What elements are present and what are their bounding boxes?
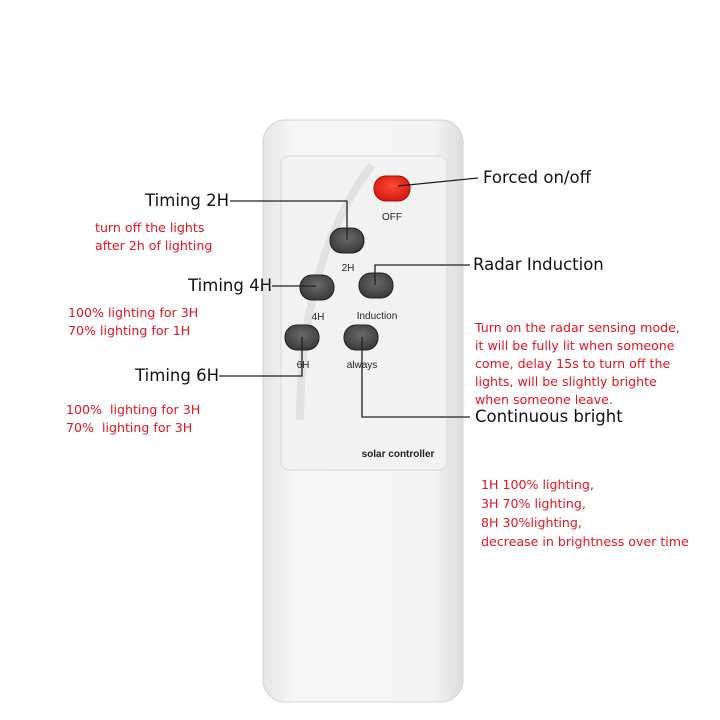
timing-4h-button[interactable] bbox=[299, 274, 335, 301]
always-button[interactable] bbox=[343, 324, 379, 351]
radar-desc: Turn on the radar sensing mode,it will b… bbox=[475, 320, 680, 407]
off-button[interactable] bbox=[373, 175, 411, 202]
forced-title: Forced on/off bbox=[483, 168, 591, 187]
brand-label: solar controller bbox=[362, 449, 435, 460]
radar-title: Radar Induction bbox=[473, 255, 604, 274]
remote-panel bbox=[280, 155, 448, 471]
continuous-desc: 1H 100% lighting,3H 70% lighting,8H 30%l… bbox=[481, 477, 689, 549]
2h-label: 2H bbox=[342, 263, 355, 274]
leader-lines bbox=[219, 177, 479, 418]
off-label: OFF bbox=[382, 212, 402, 223]
6h-label: 6H bbox=[297, 360, 310, 371]
induction-button[interactable] bbox=[358, 272, 394, 299]
timing-2h-title: Timing 2H bbox=[145, 191, 229, 210]
timing-4h-title: Timing 4H bbox=[188, 276, 272, 295]
timing-6h-title: Timing 6H bbox=[135, 366, 219, 385]
induction-label: Induction bbox=[357, 311, 398, 322]
continuous-title: Continuous bright bbox=[475, 407, 623, 426]
4h-label: 4H bbox=[312, 312, 325, 323]
